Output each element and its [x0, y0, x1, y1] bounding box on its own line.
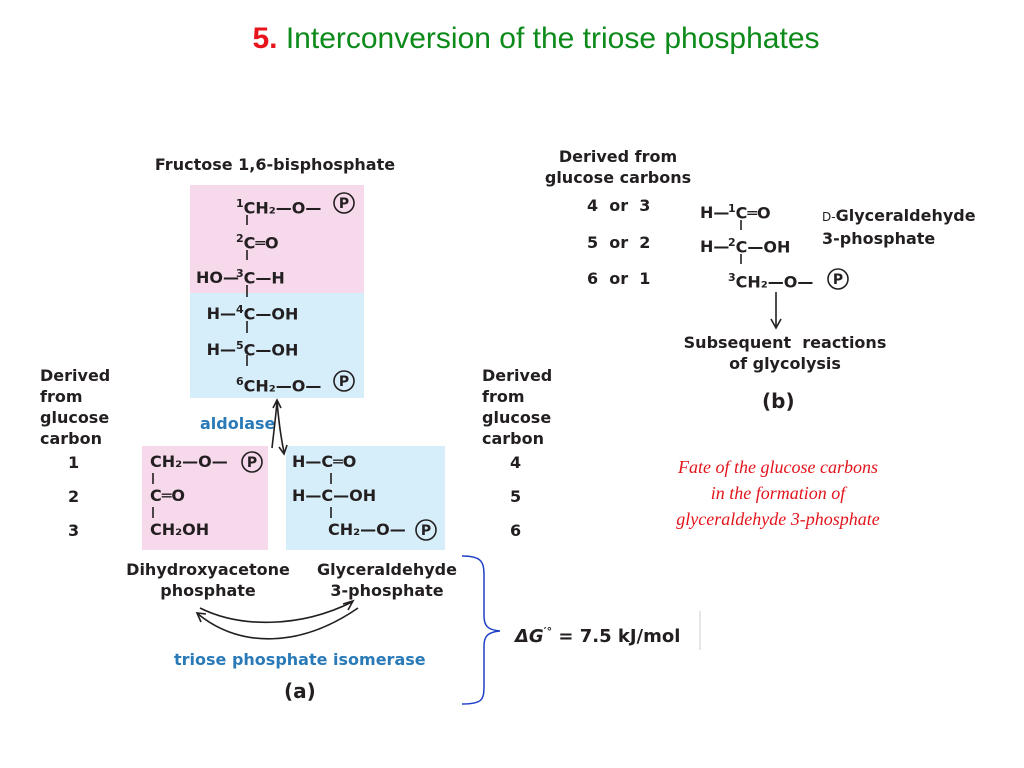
aldolase-arrow-head-up [272, 398, 282, 409]
slide-title: 5. Interconversion of the triose phospha… [0, 22, 1024, 56]
aldolase-arrow-up [271, 400, 278, 449]
delta-g-value: ΔG′° = 7.5 kJ/mol [515, 625, 681, 647]
carbon-atom: CH₂ [243, 376, 276, 396]
dhap-row-3: CH₂OH [150, 520, 210, 539]
phosphate-letter: P [833, 272, 843, 288]
f16bp-row-5: H—5C—OH [196, 336, 336, 360]
derived-right-num-4: 4 [510, 453, 522, 472]
substituent-right: —OH [255, 304, 299, 324]
carbon-atom: C [243, 268, 256, 288]
panel-b-label: (b) [762, 389, 795, 413]
derived-left-num-1: 1 [68, 453, 80, 472]
substituent-right: —O— [275, 376, 322, 396]
f16bp-label: Fructose 1,6-bisphosphate [154, 155, 396, 174]
carbon-number: 4 [236, 303, 244, 316]
phosphate-circle [333, 192, 355, 214]
dhap-row-1: CH₂—O— [150, 452, 228, 471]
substituent-left: HO— [196, 268, 239, 288]
isomerase-arrow-head-bottom [195, 612, 207, 623]
f16bp-row-3: HO—3C—H [196, 264, 336, 288]
f16bp-lower-box [190, 293, 364, 398]
title-text: Interconversion of the triose phosphates [285, 22, 820, 55]
dhap-box [142, 446, 268, 550]
f16bp-row-2: 2C═O [196, 229, 336, 253]
isomerase-arrow-top [199, 601, 353, 624]
title-number: 5. [252, 22, 278, 55]
derived-left-num-2: 2 [68, 487, 80, 506]
derived-left-num-3: 3 [68, 521, 80, 540]
f16bp-upper-box [190, 185, 364, 293]
gap-row-3: CH₂—O— [328, 520, 406, 539]
derived-right-num-6: 6 [510, 521, 522, 540]
d-gap-name: D-Glyceraldehyde 3-phosphate [822, 206, 976, 248]
phosphate-circle [333, 370, 355, 392]
aldolase-label: aldolase [200, 414, 276, 433]
phosphate-circle [415, 519, 437, 541]
panel-a-label: (a) [284, 679, 316, 703]
carbon-number: 2 [236, 232, 244, 245]
carbon-atom: CH₂ [243, 198, 276, 218]
phosphate-circle [827, 268, 849, 290]
substituent-left: H— [206, 340, 236, 360]
substituent-right: ═O [255, 233, 279, 253]
curly-brace [461, 555, 501, 705]
gap-row-1: H—C═O [292, 452, 357, 471]
substituent-right: —O— [275, 198, 322, 218]
phosphate-letter: P [421, 523, 431, 539]
phosphate-letter: P [339, 374, 349, 390]
substituent-right: —H [255, 268, 285, 288]
dhap-row-2: C═O [150, 486, 185, 505]
substituent-left: H— [206, 304, 236, 324]
gapb-row-2: H—2C—OH [700, 236, 791, 257]
aldolase-arrow-head-down [278, 444, 288, 456]
arrow-head [770, 318, 782, 330]
phosphate-letter: P [339, 196, 349, 212]
substituent-right: —OH [255, 340, 299, 360]
carbon-number: 1 [236, 197, 244, 210]
pair-4-or-3: 4 or 3 [587, 196, 651, 215]
pair-6-or-1: 6 or 1 [587, 269, 651, 288]
f16bp-row-6: 6CH₂—O— [196, 372, 336, 396]
pair-5-or-2: 5 or 2 [587, 233, 651, 252]
carbon-number: 3 [236, 267, 244, 280]
derived-right-num-5: 5 [510, 487, 522, 506]
carbon-atom: C [243, 304, 256, 324]
isomerase-arrow-bottom [197, 607, 359, 640]
gapb-row-1: H—1C═O [700, 202, 771, 223]
carbon-atom: C [243, 340, 256, 360]
f16bp-row-4: H—4C—OH [196, 300, 336, 324]
carbon-atom: C [243, 233, 256, 253]
phosphate-circle [241, 451, 263, 473]
f16bp-row-1: 1CH₂—O— [196, 194, 336, 218]
gapb-row-3: 3CH₂—O— [728, 271, 814, 292]
aldolase-arrow-down [276, 400, 285, 453]
phosphate-letter: P [247, 455, 257, 471]
gap-box [286, 446, 445, 550]
gap-row-2: H—C—OH [292, 486, 377, 505]
isomerase-label: triose phosphate isomerase [174, 650, 426, 669]
isomerase-arrow-head-top [342, 599, 355, 611]
carbon-number: 6 [236, 375, 244, 388]
carbon-number: 5 [236, 339, 244, 352]
